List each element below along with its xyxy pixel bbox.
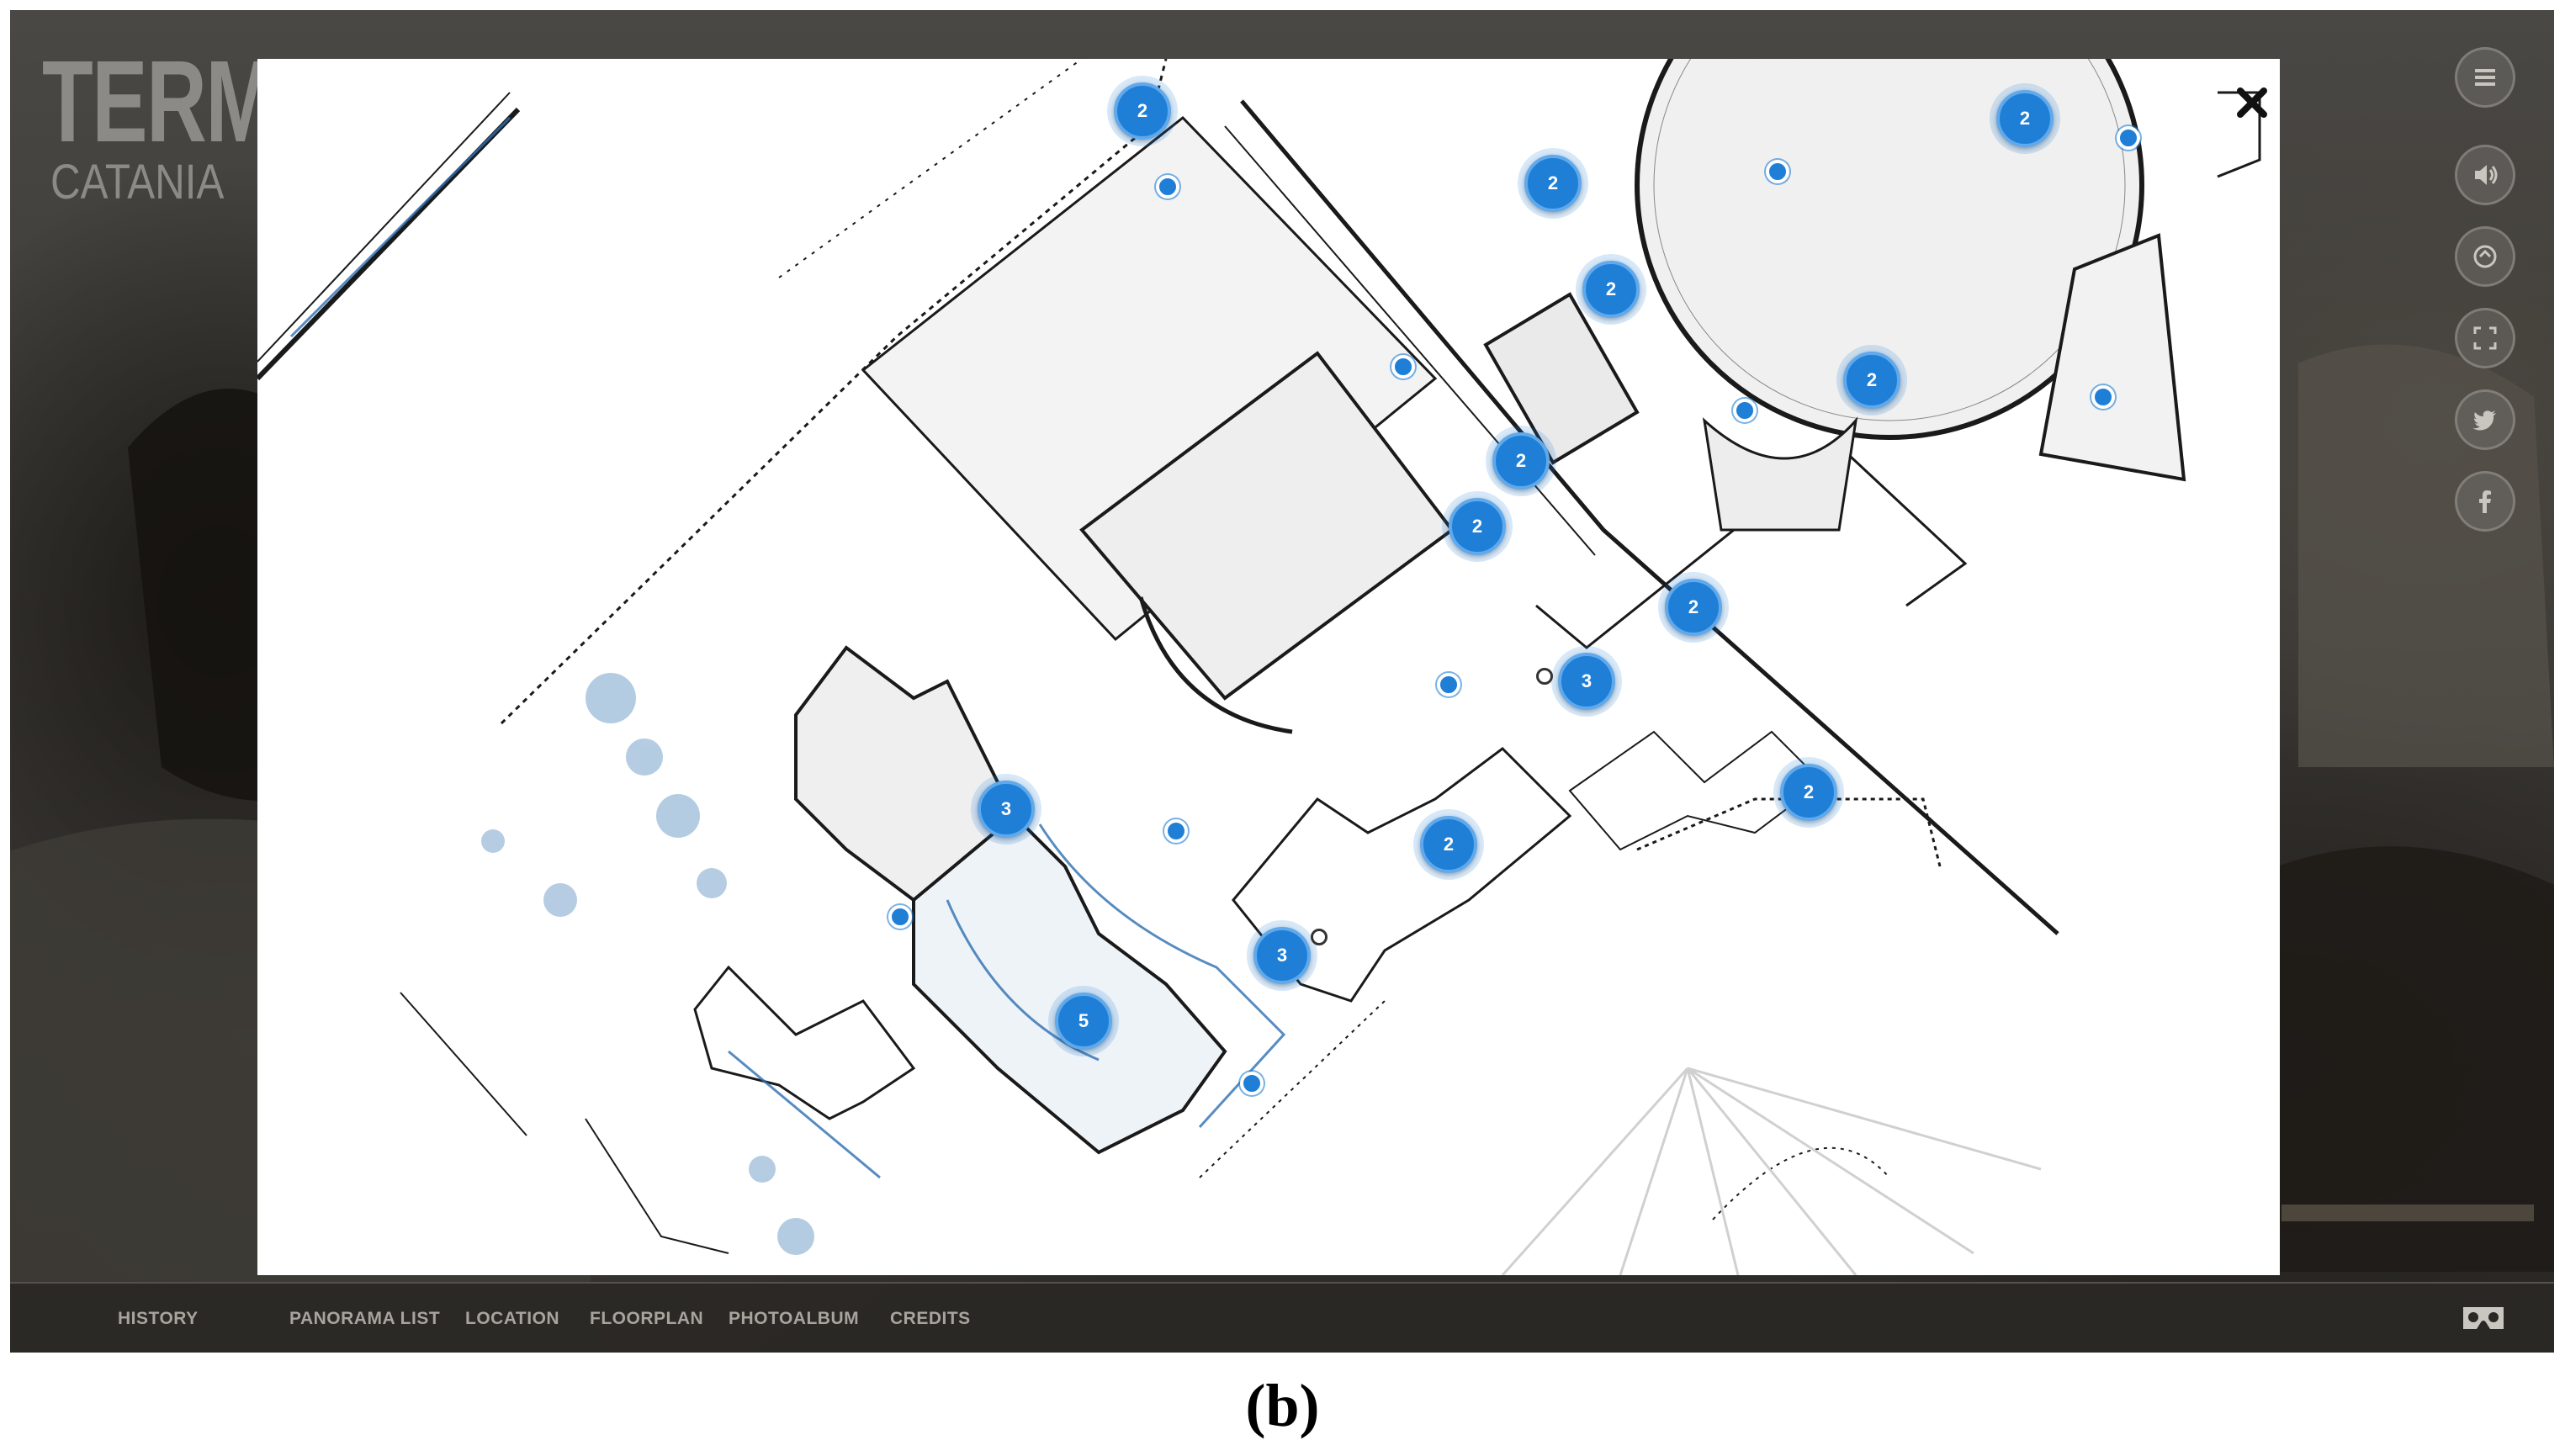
panorama-point[interactable] <box>1766 160 1789 183</box>
autorotate-button[interactable] <box>2455 226 2515 287</box>
floorplan-modal: 2 2 2 2 2 2 2 2 3 2 3 2 3 5 <box>257 59 2280 1275</box>
facebook-button[interactable] <box>2455 471 2515 532</box>
cluster-marker[interactable]: 2 <box>1843 352 1900 409</box>
cluster-marker[interactable]: 2 <box>1665 579 1722 636</box>
cluster-marker[interactable]: 2 <box>1582 261 1640 318</box>
facebook-icon <box>2479 490 2491 513</box>
current-position-marker <box>1536 668 1553 685</box>
nav-location[interactable]: LOCATION <box>465 1309 560 1328</box>
cluster-marker[interactable]: 3 <box>978 781 1035 838</box>
menu-button[interactable] <box>2455 47 2515 108</box>
vr-headset-icon[interactable] <box>2460 1302 2507 1336</box>
autorotate-icon <box>2473 245 2497 268</box>
cluster-marker[interactable]: 2 <box>1524 155 1582 212</box>
twitter-icon <box>2472 410 2496 431</box>
cluster-marker[interactable]: 2 <box>1996 90 2054 147</box>
position-marker <box>1311 929 1328 945</box>
sound-button[interactable] <box>2455 145 2515 205</box>
nav-photoalbum[interactable]: PHOTOALBUM <box>729 1309 860 1328</box>
cluster-marker[interactable]: 3 <box>1558 653 1615 710</box>
panorama-point[interactable] <box>1156 175 1179 199</box>
nav-history[interactable]: HISTORY <box>118 1309 199 1328</box>
menu-icon <box>2475 69 2495 86</box>
cluster-marker[interactable]: 5 <box>1055 993 1112 1050</box>
fullscreen-icon <box>2473 326 2497 350</box>
cluster-marker[interactable]: 2 <box>1492 432 1550 490</box>
bottom-nav-bar: HISTORY PANORAMA LIST LOCATION FLOORPLAN… <box>10 1282 2554 1353</box>
nav-panorama-list[interactable]: PANORAMA LIST <box>289 1309 441 1328</box>
panorama-point[interactable] <box>1391 355 1415 379</box>
sound-icon <box>2475 165 2498 185</box>
close-icon[interactable] <box>2232 82 2272 123</box>
panorama-point[interactable] <box>1164 819 1188 843</box>
panorama-point[interactable] <box>1240 1072 1264 1095</box>
fullscreen-button[interactable] <box>2455 308 2515 368</box>
cluster-marker[interactable]: 2 <box>1780 764 1837 821</box>
panorama-point[interactable] <box>1437 673 1460 696</box>
panorama-point[interactable] <box>2091 385 2115 409</box>
cluster-marker[interactable]: 2 <box>1114 82 1171 140</box>
floorplan-map[interactable] <box>257 59 2280 1275</box>
cluster-marker[interactable]: 3 <box>1253 927 1311 984</box>
twitter-button[interactable] <box>2455 389 2515 450</box>
nav-floorplan[interactable]: FLOORPLAN <box>590 1309 704 1328</box>
cluster-marker[interactable]: 2 <box>1420 816 1477 873</box>
panorama-point[interactable] <box>2117 126 2140 150</box>
site-subtitle: CATANIA <box>50 155 225 209</box>
panorama-point[interactable] <box>1733 399 1757 422</box>
panorama-point[interactable] <box>888 905 912 929</box>
nav-credits[interactable]: CREDITS <box>890 1309 971 1328</box>
figure-caption: (b) <box>1245 1372 1320 1439</box>
cluster-marker[interactable]: 2 <box>1449 498 1506 555</box>
